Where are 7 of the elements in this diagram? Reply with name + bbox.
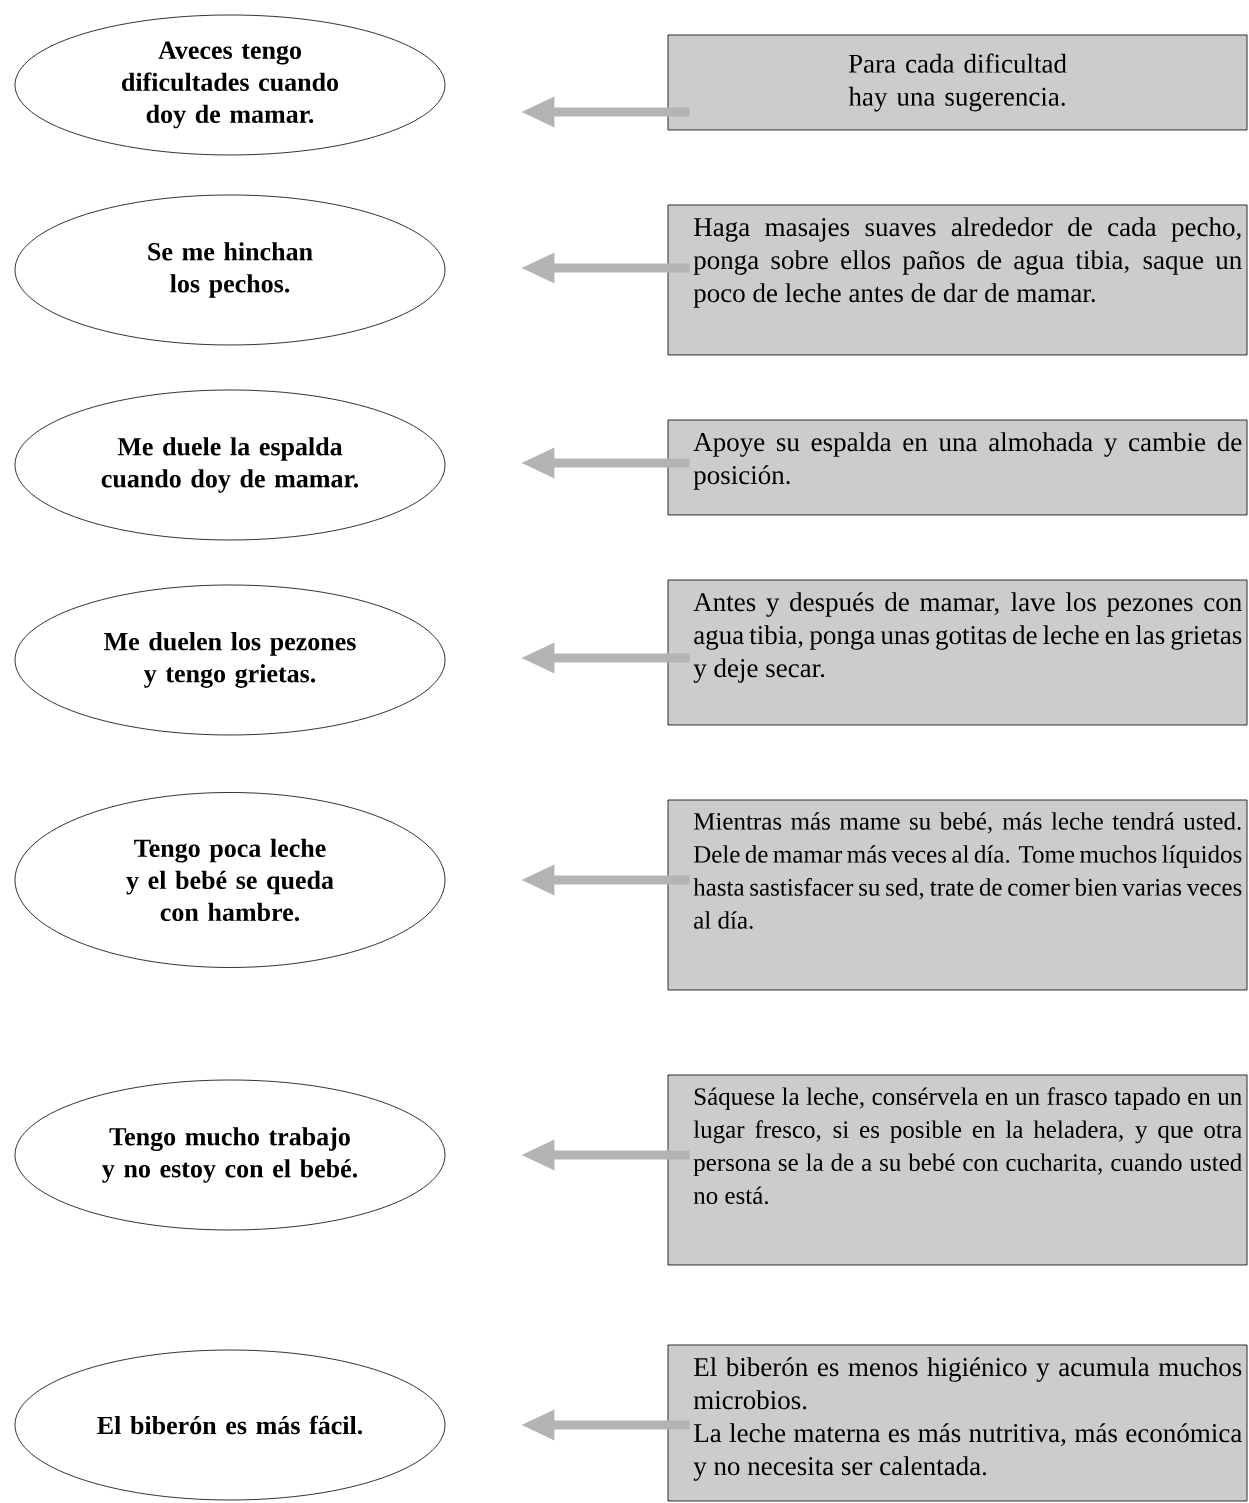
text-box: Sáquese la leche, consérvela en un frasco tapado en un lugar fresco, si es posible en la heladera, y que otra persona se la de a su bebé con cucharita, cuando usted no está. [667, 1074, 1248, 1266]
text-box: Haga masajes suaves alrededor de cada pecho, ponga sobre ellos paños de agua tibia, saque un poco de leche antes de dar de mamar. [667, 204, 1248, 356]
text-box: Mientras más mame su bebé, más leche tendrá usted. Dele de mamar más veces al día. Tome muchos líquidos hasta sastisfacer su sed, trate de comer bien varias veces al día. [667, 799, 1248, 991]
text-box: El biberón es menos higiénico y acumula muchos microbios. La leche materna es más nutritiva, más económica y no necesita ser calentada. [667, 1344, 1248, 1502]
text-box: Apoye su espalda en una almohada y cambie de posición. [667, 419, 1248, 516]
text-box: Antes y después de mamar, lave los pezones con agua tibia, ponga unas gotitas de leche en las grietas y deje secar. [667, 579, 1248, 726]
text-box: Para cada dificultad hay una sugerencia. [667, 34, 1248, 131]
